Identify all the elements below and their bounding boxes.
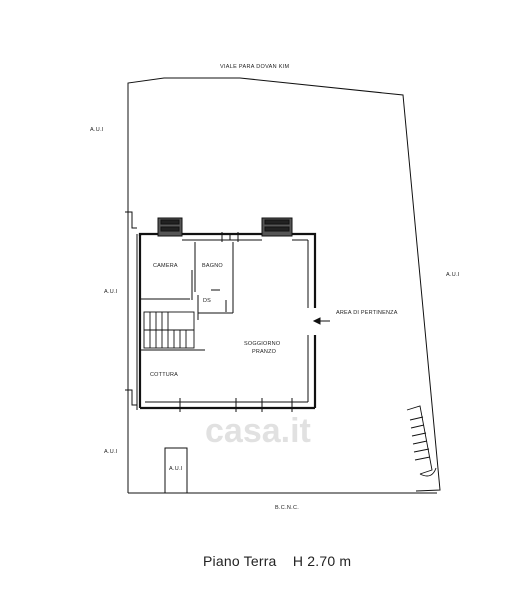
room-pranzo: PRANZO — [252, 349, 277, 355]
staircase — [143, 311, 195, 349]
room-soggiorno: SOGGIORNO — [244, 341, 281, 347]
room-ds: DS — [203, 298, 212, 304]
edge-label-left-top: A.U.I — [90, 127, 104, 133]
top-street-label: VIALE PARA DOVAN KIM — [220, 64, 290, 70]
plan-caption: Piano Terra H 2.70 m — [203, 553, 352, 569]
room-cottura: COTTURA — [150, 372, 178, 378]
bottom-boundary-label: B.C.N.C. — [275, 505, 300, 511]
plot-boundary — [127, 77, 441, 493]
edge-label-left-bottom: A.U.I — [104, 449, 118, 455]
edge-label-right: A.U.I — [446, 272, 460, 278]
entry-arrow — [312, 317, 330, 325]
external-stair — [406, 405, 437, 477]
watermark: casa.it — [205, 412, 311, 450]
small-box-label: A.U.I — [169, 466, 183, 472]
edge-label-left-mid: A.U.I — [104, 289, 118, 295]
room-camera: CAMERA — [153, 263, 178, 269]
wall-top-right — [292, 232, 317, 308]
wall-top-left — [138, 232, 158, 236]
room-bagno: BAGNO — [202, 263, 223, 269]
area-pertinenza: AREA DI PERTINENZA — [336, 310, 398, 316]
small-annex — [164, 447, 188, 494]
